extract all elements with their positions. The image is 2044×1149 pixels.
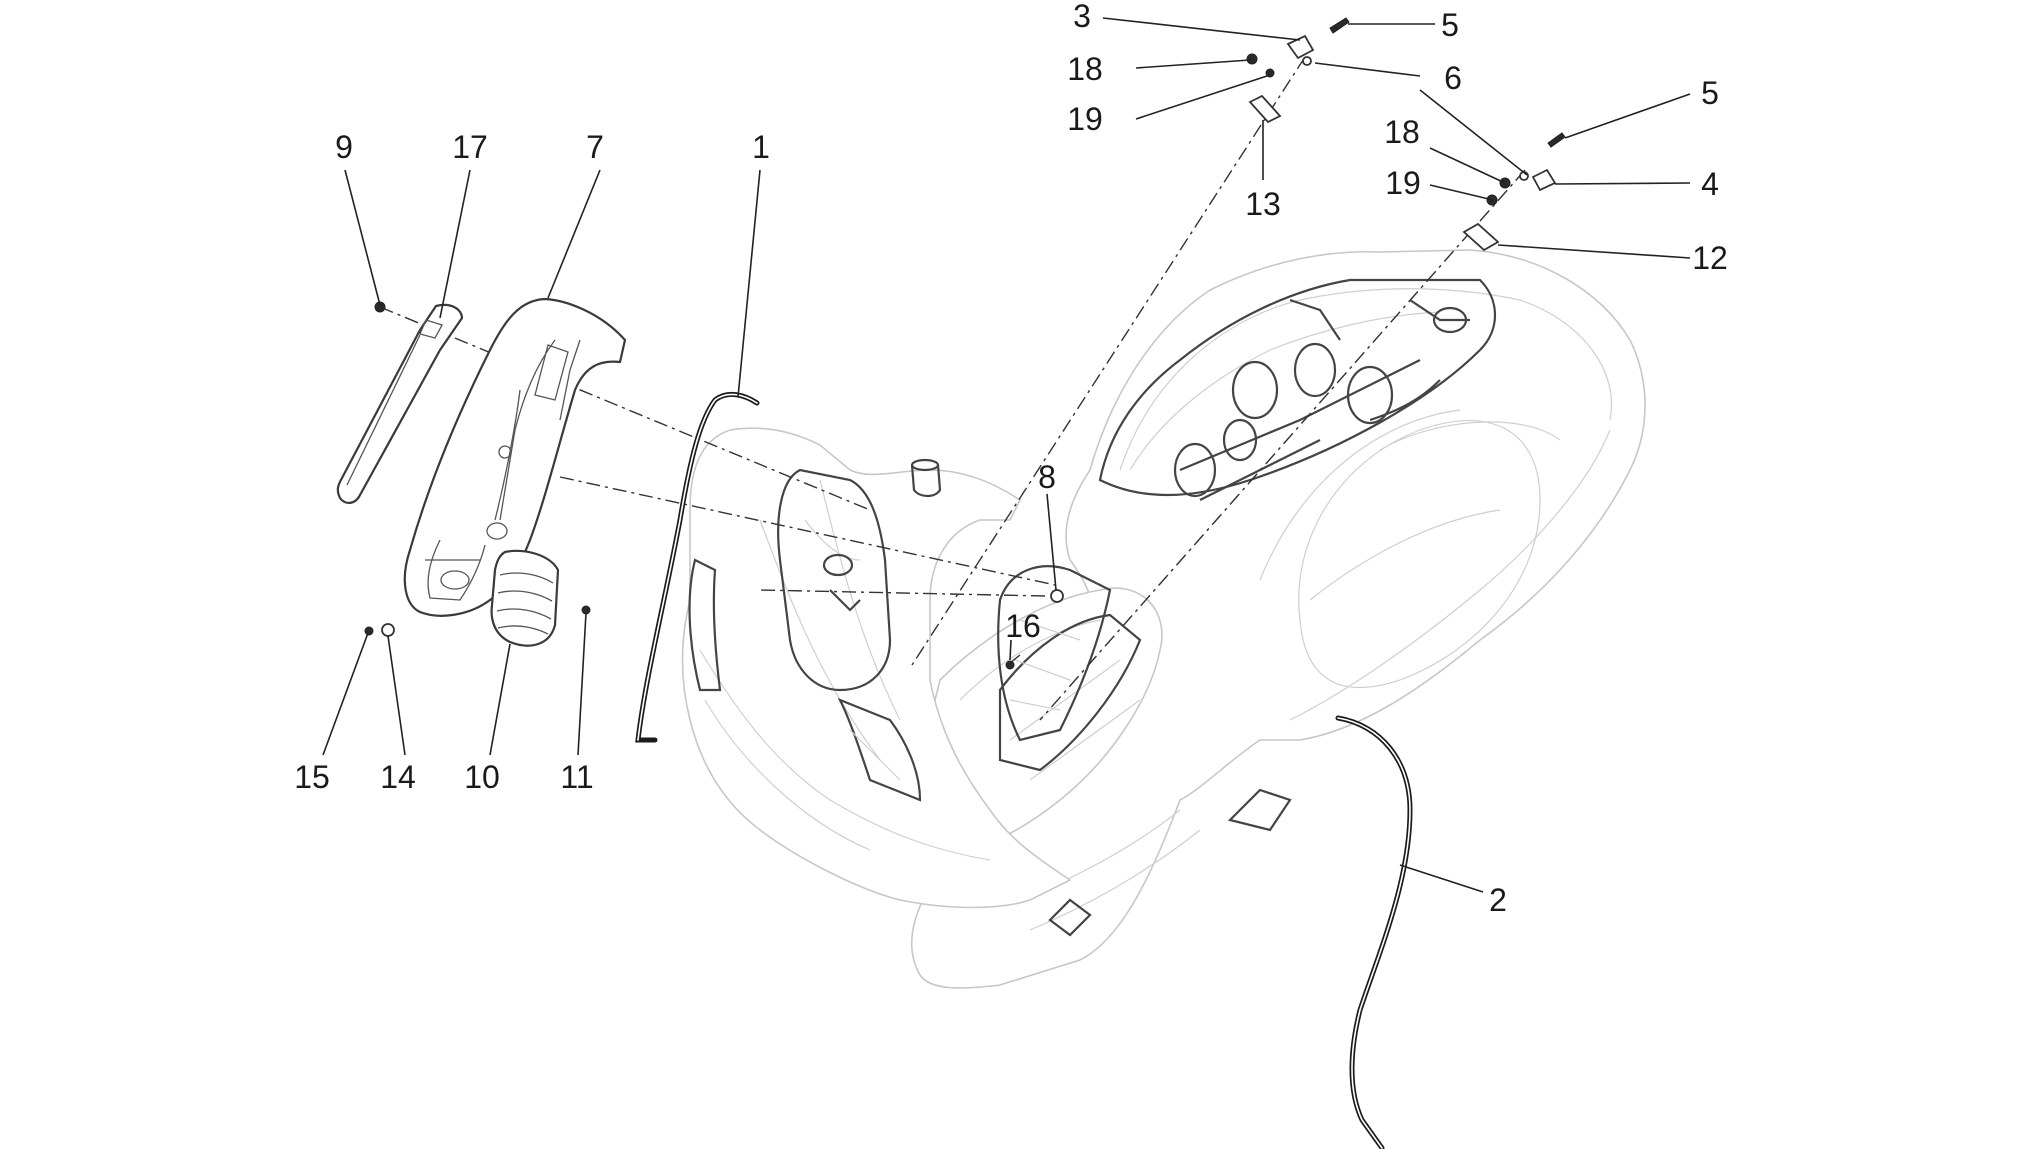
part-15-screw bbox=[364, 626, 374, 636]
leader-lines bbox=[322, 17, 1691, 893]
callout-18: 18 bbox=[1067, 51, 1103, 87]
callout-6: 6 bbox=[1444, 60, 1462, 96]
part-5-screw-a bbox=[1329, 17, 1350, 34]
callout-14: 14 bbox=[380, 759, 416, 795]
part-18-spacer-a bbox=[1246, 53, 1258, 65]
part-1-front-seal bbox=[635, 391, 760, 743]
callout-11: 11 bbox=[560, 759, 593, 795]
part-17-cover-strip bbox=[336, 303, 464, 504]
part-4-bracket bbox=[1531, 168, 1557, 192]
part-5-screw-b bbox=[1547, 132, 1566, 148]
hardware-parts bbox=[364, 17, 1566, 670]
callout-7: 7 bbox=[586, 129, 604, 165]
part-3-bracket bbox=[1286, 34, 1315, 60]
callout-15: 15 bbox=[294, 759, 330, 795]
callout-19: 19 bbox=[1385, 165, 1421, 201]
callout-17: 17 bbox=[452, 129, 488, 165]
callout-8: 8 bbox=[1038, 459, 1056, 495]
scooter-body-frame bbox=[681, 249, 1646, 989]
part-12-plate bbox=[1462, 222, 1500, 252]
callout-19: 19 bbox=[1067, 101, 1103, 137]
callout-18: 18 bbox=[1384, 114, 1420, 150]
part-10-grille bbox=[490, 549, 560, 647]
callout-1: 1 bbox=[752, 129, 770, 165]
part-8-clip bbox=[1050, 589, 1064, 603]
assembly-lines bbox=[379, 56, 1526, 721]
part-11-screw bbox=[581, 605, 591, 615]
callout-3: 3 bbox=[1073, 0, 1091, 34]
callout-9: 9 bbox=[335, 129, 353, 165]
callout-5: 5 bbox=[1701, 75, 1719, 111]
callout-4: 4 bbox=[1701, 166, 1719, 202]
callout-10: 10 bbox=[464, 759, 500, 795]
callout-16: 16 bbox=[1005, 608, 1041, 644]
callout-2: 2 bbox=[1489, 882, 1507, 918]
interior-frame-detail bbox=[1173, 298, 1470, 501]
callout-12: 12 bbox=[1692, 240, 1728, 276]
callout-labels: 3 5 18 6 19 5 13 18 4 19 12 9 17 7 1 8 1… bbox=[294, 0, 1728, 918]
callout-13: 13 bbox=[1245, 186, 1281, 222]
callout-5: 5 bbox=[1441, 7, 1459, 43]
part-16-screw bbox=[1005, 660, 1015, 670]
part-14-nut bbox=[381, 623, 395, 637]
part-13-plate bbox=[1248, 94, 1282, 124]
part-2-rear-seal bbox=[1335, 715, 1413, 1149]
part-6-nut-a bbox=[1302, 56, 1312, 66]
part-7-horn-cover bbox=[403, 297, 627, 617]
